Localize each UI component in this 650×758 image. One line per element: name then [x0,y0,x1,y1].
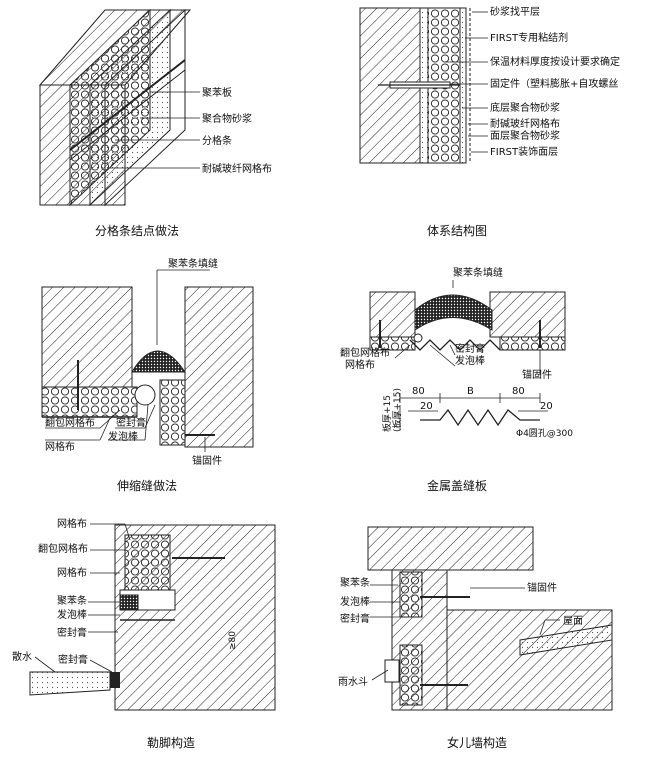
p3-label: 发泡棒 [108,430,138,443]
p2-label: 底层聚合物砂浆 [490,101,560,114]
caption-p5: 勒脚构造 [147,736,196,750]
panel-2-labels: 砂浆找平层 FIRST专用粘结剂 保温材料厚度按设计要求确定 固定件（塑料膨胀+… [490,5,620,158]
p4-dim: Φ4圆孔@300 [516,428,573,439]
p2-label: 砂浆找平层 [490,5,540,18]
p4-dim: 80 [412,386,425,397]
p5-label: 密封膏 [58,653,88,666]
p3-label: 密封膏 [116,416,146,429]
panel-1-drawing [38,8,200,207]
panel-6-labels: 聚苯条 发泡棒 密封膏 锚固件 屋面 雨水斗 [338,576,583,688]
p4-label: 聚苯条填缝 [453,266,503,279]
p6-label: 密封膏 [340,612,370,625]
p3-label: 锚固件 [192,455,222,467]
p6-label: 锚固件 [527,582,557,594]
p2-label: 固定件（塑料膨胀+自攻螺丝 [490,77,618,90]
p4-label: 网格布 [345,358,375,371]
p4-dim: 80 [512,386,525,397]
p2-label: FIRST专用粘结剂 [490,31,568,44]
p5-label: 密封膏 [57,626,87,639]
p5-label: 网格布 [57,566,87,579]
p4-dim: 板厚+15 [381,395,393,432]
caption-p6: 女儿墙构造 [447,736,508,750]
p5-label: 网格布 [57,517,87,530]
caption-p1: 分格条结点做法 [95,224,180,238]
p4-label: 发泡棒 [455,354,485,367]
p4-label: 锚固件 [522,369,552,381]
caption-p3: 伸缩缝做法 [117,479,178,493]
p6-label: 聚苯条 [340,576,370,589]
panel-4-drawing [369,280,566,430]
p5-label: 散水 [12,650,32,663]
p1-label: 分格条 [202,134,232,147]
caption-p2: 体系结构图 [427,224,488,238]
p5-label: 发泡棒 [57,608,87,621]
p6-label: 屋面 [563,615,583,627]
panel-1-labels: 聚苯板 聚合物砂浆 分格条 耐碱玻纤网格布 [202,86,272,175]
caption-p4: 金属盖缝板 [427,479,488,493]
p4-label: 密封膏 [455,342,485,355]
p5-dim: ≥80 [228,631,238,650]
p2-label: 耐碱玻纤网格布 [490,117,560,130]
panel-3-drawing [41,269,254,452]
p4-label: 翻包网格布 [340,346,390,359]
p6-label: 发泡棒 [340,595,370,608]
panel-2-drawing [359,7,488,164]
panel-6-drawing [367,526,613,711]
p2-label: 保温材料厚度按设计要求确定 [490,55,620,68]
p5-label: 聚苯条 [57,594,87,607]
panel-3-labels: 聚苯条填缝 翻包网格布 网格布 密封膏 发泡棒 锚固件 [45,257,222,467]
p3-label: 聚苯条填缝 [168,257,218,270]
p2-label: 面层聚合物砂浆 [490,129,560,142]
panel-4-labels: 聚苯条填缝 翻包网格布 网格布 密封膏 发泡棒 锚固件 80 B 80 20 2… [340,266,573,439]
p3-label: 网格布 [45,440,75,453]
p6-label: 雨水斗 [338,676,368,688]
p4-dim: 20 [420,401,433,412]
p1-label: 聚合物砂浆 [202,112,252,125]
p4-dim: B [467,386,474,397]
p5-label: 翻包网格布 [38,542,88,555]
p4-dim: (板厚+15) [391,388,403,432]
p3-label: 翻包网格布 [45,416,95,429]
p1-label: 耐碱玻纤网格布 [202,162,272,175]
p1-label: 聚苯板 [202,86,232,99]
panel-5-labels: 网格布 翻包网格布 网格布 聚苯条 发泡棒 密封膏 散水 密封膏 ≥80 [12,517,238,666]
panel-5-drawing [29,523,276,711]
p2-label: FIRST装饰面层 [490,145,558,158]
p4-dim: 20 [540,401,553,412]
